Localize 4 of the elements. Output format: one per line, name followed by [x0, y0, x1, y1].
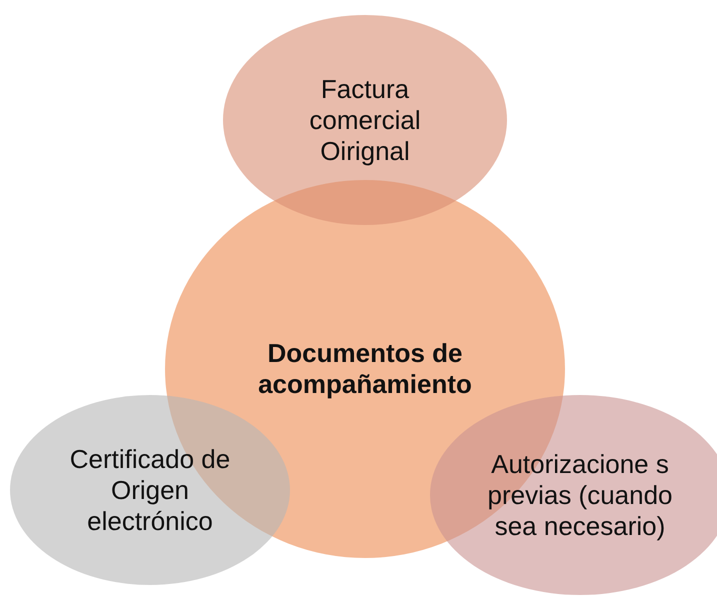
- node-label: Documentos de acompañamiento: [257, 338, 473, 400]
- node-label: Factura comercial Oirignal: [308, 74, 422, 166]
- node-label: Autorizacione s previas (cuando sea necesario): [486, 448, 674, 542]
- node-label: Certificado de Origen electrónico: [68, 444, 232, 536]
